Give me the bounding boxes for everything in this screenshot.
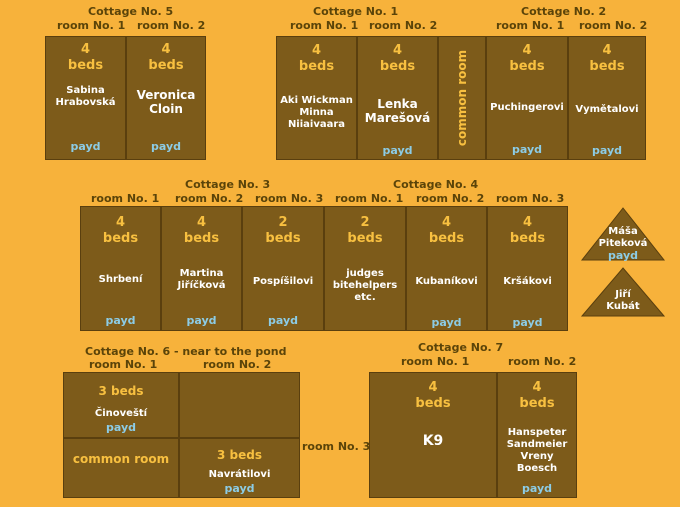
- guest-names: Navrátilovi: [208, 469, 271, 480]
- cottage2-room2-label: room No. 2: [579, 19, 648, 32]
- payment-status: payd: [105, 421, 136, 434]
- cottage2-title: Cottage No. 2: [521, 5, 607, 18]
- cottage6-room2[interactable]: [179, 372, 300, 438]
- cottage3-title: Cottage No. 3: [185, 178, 271, 191]
- tent2-shape[interactable]: [580, 266, 666, 318]
- cottage5-room2-label: room No. 2: [137, 19, 206, 32]
- payment-status: payd: [521, 482, 552, 495]
- beds-count: 3 beds: [98, 384, 144, 398]
- cottage5-room1-label: room No. 1: [57, 19, 126, 32]
- payment-status: payd: [382, 144, 413, 157]
- payment-status: payd: [591, 144, 622, 157]
- tent1-shape[interactable]: [580, 206, 666, 262]
- cottage4-room3-label: room No. 3: [496, 192, 565, 205]
- cottage6-room3[interactable]: 3 beds Navrátilovi payd: [179, 438, 300, 498]
- cottage6-room3-label: room No. 3: [302, 440, 371, 453]
- cottage6-room1[interactable]: 3 beds Činoveští payd: [63, 372, 179, 438]
- cottage3-room1-label: room No. 1: [91, 192, 160, 205]
- cottage7-title: Cottage No. 7: [418, 341, 504, 354]
- guest-names: Pospíšilovi: [252, 276, 314, 287]
- guest-names: Puchingerovi: [490, 102, 564, 113]
- payment-status: payd: [431, 316, 462, 329]
- cottage1-title: Cottage No. 1: [313, 5, 399, 18]
- cottage6-title: Cottage No. 6 - near to the pond: [85, 345, 287, 358]
- cottage2-room1-label: room No. 1: [496, 19, 565, 32]
- payment-status: payd: [512, 316, 543, 329]
- cottage6-room1-label: room No. 1: [89, 358, 158, 371]
- payment-status: payd: [150, 140, 181, 153]
- cottage3-room2-label: room No. 2: [175, 192, 244, 205]
- guest-names: Vymětalovi: [575, 104, 639, 115]
- cottage6-common-room[interactable]: common room: [63, 438, 179, 498]
- payment-status: payd: [186, 314, 217, 327]
- guest-names: Činoveští: [94, 408, 148, 419]
- payment-status: payd: [607, 249, 638, 262]
- payment-status: payd: [511, 143, 542, 156]
- cottage7-room2-label: room No. 2: [508, 355, 577, 368]
- cottage5-title: Cottage No. 5: [88, 5, 174, 18]
- cottage4-room2-label: room No. 2: [416, 192, 485, 205]
- payment-status: payd: [224, 482, 255, 495]
- payment-status: payd: [267, 314, 298, 327]
- cottage1-room2-label: room No. 2: [369, 19, 438, 32]
- guest-names: Kršákovi: [503, 276, 552, 287]
- guest-names: Shrbení: [98, 274, 143, 285]
- beds-count: 3 beds: [217, 448, 262, 462]
- cottage6-room2-label: room No. 2: [203, 358, 272, 371]
- payment-status: payd: [70, 140, 101, 153]
- payment-status: payd: [105, 314, 136, 327]
- cottage4-room1-label: room No. 1: [335, 192, 404, 205]
- cottage7-room1-label: room No. 1: [401, 355, 470, 368]
- cottage4-title: Cottage No. 4: [393, 178, 479, 191]
- guest-names: Kubaníkovi: [415, 276, 478, 287]
- cottage1-common-room[interactable]: common room: [438, 36, 486, 160]
- cottage1-room1-label: room No. 1: [290, 19, 359, 32]
- common-room-label: common room: [455, 49, 469, 147]
- cottage3-room3-label: room No. 3: [255, 192, 324, 205]
- common-room-label: common room: [72, 452, 170, 466]
- guest-names: K9: [422, 433, 444, 449]
